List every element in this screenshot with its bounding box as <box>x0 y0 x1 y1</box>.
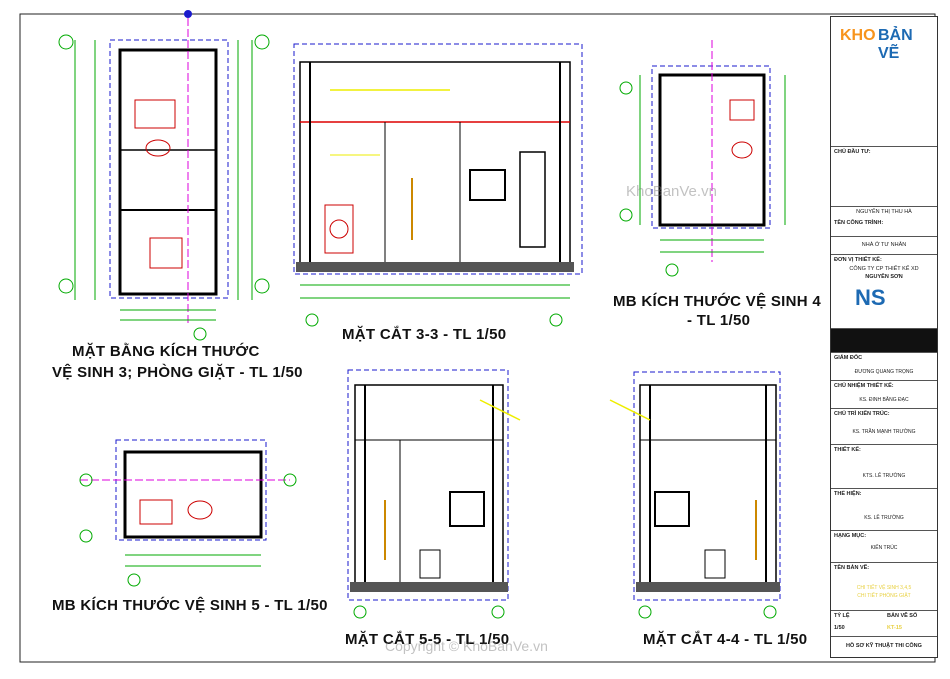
logo-text-banve: BẢN VẼ <box>878 27 913 62</box>
plan-vs4-subtitle: - TL 1/50 <box>687 312 751 329</box>
owner-label: CHỦ ĐẦU TƯ: <box>834 149 871 155</box>
watermark-bottom: Copyright © KhoBanVe.vn <box>385 638 548 654</box>
drafting-label: THỂ HIỆN: <box>834 491 862 497</box>
plan-vs4-drawing <box>619 40 786 277</box>
design-name: KTS. LÊ TRƯỜNG <box>862 473 906 479</box>
category-label: HẠNG MỤC: <box>834 533 867 539</box>
title-block: KHO BẢN VẼ CHỦ ĐẦU TƯ: NGUYỄN THỊ THU HÀ… <box>830 16 938 658</box>
plan-vs3-subtitle: VỆ SINH 3; PHÒNG GIẶT - TL 1/50 <box>52 364 303 381</box>
section-33-drawing <box>293 43 583 327</box>
owner-name: NGUYỄN THỊ THU HÀ <box>856 209 912 215</box>
footer-label: HỒ SƠ KỸ THUẬT THI CÔNG <box>846 643 922 649</box>
logo-text-kho: KHO <box>840 27 876 44</box>
watermark-center: KhoBanVe.vn <box>626 183 717 200</box>
designer-label: ĐƠN VỊ THIẾT KẾ: <box>834 257 882 263</box>
plan-vs4-title: MB KÍCH THƯỚC VỆ SINH 4 <box>613 293 821 310</box>
director-label: GIÁM ĐỐC <box>834 355 863 361</box>
plan-vs5-title: MB KÍCH THƯỚC VỆ SINH 5 - TL 1/50 <box>52 597 328 614</box>
arch-label: CHỦ TRÌ KIẾN TRÚC: <box>834 411 890 417</box>
category-name: KIẾN TRÚC <box>870 545 898 551</box>
sheet-title-1: CHI TIẾT VỆ SINH 3,4,5 <box>856 585 912 591</box>
chief-name: KS. ĐINH BĂNG ĐẠC <box>859 397 909 403</box>
logo-area: KHO BẢN VẼ <box>832 21 936 62</box>
sheet-no-label: BẢN VẼ SỐ <box>887 613 918 619</box>
section-44-drawing <box>609 371 781 619</box>
section-55-title: MẶT CẮT 5-5 - TL 1/50 <box>345 631 510 648</box>
scale-label: TỶ LỆ <box>834 613 850 619</box>
section-33-title: MẶT CẮT 3-3 - TL 1/50 <box>342 326 507 343</box>
plan-vs3-title: MẶT BẰNG KÍCH THƯỚC <box>72 343 260 360</box>
redacted-bar <box>831 329 937 353</box>
director-name: ĐƯƠNG QUANG TRỌNG <box>854 369 914 375</box>
scale-value: 1/50 <box>834 625 845 631</box>
sheet-title-2: CHI TIẾT PHÒNG GIẶT <box>857 593 911 599</box>
project-name: NHÀ Ở TƯ NHÂN <box>861 242 907 248</box>
project-label: TÊN CÔNG TRÌNH: <box>834 220 884 226</box>
sheet-no-value: KT-15 <box>887 625 902 631</box>
designer-name-1: CÔNG TY CP THIẾT KẾ XD <box>849 266 919 272</box>
section-44-title: MẶT CẮT 4-4 - TL 1/50 <box>643 631 808 648</box>
section-55-drawing <box>347 369 521 619</box>
revision-table <box>831 57 937 147</box>
drafting-name: KS. LÊ TRƯỜNG <box>864 515 904 521</box>
arch-name: KS. TRẦN MẠNH TRƯỜNG <box>852 429 916 435</box>
plan-vs3-drawing <box>58 10 270 341</box>
ns-logo: NS <box>855 285 886 310</box>
sheet-label: TÊN BẢN VẼ: <box>834 565 870 571</box>
design-label: THIẾT KẾ: <box>834 447 861 453</box>
designer-name-2: NGUYÊN SƠN <box>865 274 903 280</box>
chief-label: CHỦ NHIỆM THIẾT KẾ: <box>834 383 894 389</box>
plan-vs5-drawing <box>79 439 297 587</box>
